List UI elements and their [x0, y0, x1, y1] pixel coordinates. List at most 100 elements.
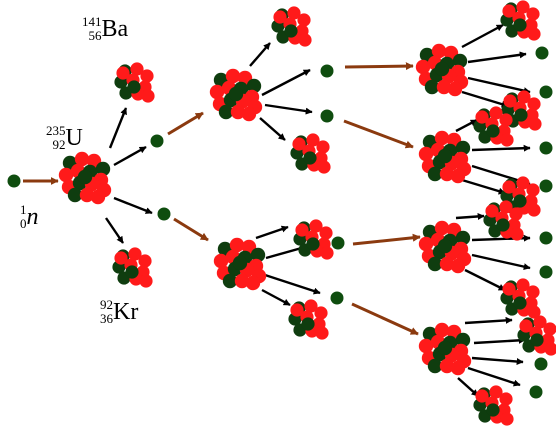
- uranium-nucleus: [418, 130, 472, 184]
- neutron-particle: [303, 151, 317, 165]
- uranium-nucleus: [58, 151, 112, 205]
- proton: [516, 278, 530, 292]
- proton: [450, 258, 466, 274]
- proton: [295, 223, 309, 237]
- product-arrow: [461, 178, 506, 195]
- product-arrow: [461, 23, 504, 49]
- proton: [141, 89, 155, 103]
- proton: [499, 392, 513, 406]
- product-arrow: [249, 42, 271, 67]
- free-neutron: [539, 265, 553, 279]
- proton: [502, 4, 516, 18]
- neutron-arrow: [344, 62, 414, 71]
- neutron-arrow: [352, 233, 421, 246]
- product-arrow: [467, 76, 531, 95]
- proton: [297, 13, 311, 27]
- neutron-particle: [455, 332, 471, 348]
- proton: [79, 187, 95, 203]
- proton: [485, 204, 499, 218]
- proton: [213, 253, 229, 269]
- neutron-particle: [513, 18, 527, 32]
- neutron-particle: [437, 340, 453, 356]
- proton: [298, 33, 312, 47]
- product-arrow: [113, 145, 147, 167]
- proton: [436, 79, 452, 95]
- proton: [74, 151, 90, 167]
- arrows-layer: [23, 23, 531, 397]
- product-arrow: [457, 377, 479, 397]
- proton: [320, 246, 334, 260]
- neutron-particle: [437, 148, 453, 164]
- neutron-particle: [246, 78, 262, 94]
- product-arrow: [264, 273, 321, 295]
- neutron-particle: [125, 265, 139, 279]
- proton: [116, 66, 130, 80]
- neutron-particle: [486, 403, 500, 417]
- neutron-particle: [530, 333, 544, 347]
- neutron-particle: [301, 317, 315, 331]
- proton: [527, 305, 541, 319]
- product-arrow: [471, 253, 531, 271]
- neutron-particle: [222, 273, 238, 289]
- proton: [287, 6, 301, 20]
- proton: [229, 237, 245, 253]
- neutron-arrow: [173, 217, 209, 242]
- proton: [499, 200, 513, 214]
- proton: [519, 319, 533, 333]
- neutron-particle: [95, 161, 111, 177]
- neutron-particle: [127, 80, 141, 94]
- proton: [489, 385, 503, 399]
- proton: [304, 299, 318, 313]
- barium-fragment: [114, 62, 155, 103]
- proton: [526, 285, 540, 299]
- proton: [319, 226, 333, 240]
- neutron-particle: [424, 79, 440, 95]
- proton: [526, 7, 540, 21]
- neutron-arrow: [343, 119, 414, 149]
- proton: [314, 306, 328, 320]
- neutron-particle: [250, 247, 266, 263]
- proton: [292, 137, 306, 151]
- proton: [273, 10, 287, 24]
- nuclei-layer: [58, 0, 556, 426]
- proton: [450, 168, 466, 184]
- proton: [431, 43, 447, 59]
- proton: [58, 167, 74, 183]
- fission-fragment: [473, 385, 514, 426]
- proton: [502, 180, 516, 194]
- proton: [225, 68, 241, 84]
- product-arrow: [473, 336, 526, 345]
- proton: [503, 94, 517, 108]
- proton: [526, 183, 540, 197]
- product-arrow: [461, 90, 509, 108]
- product-arrow: [255, 225, 289, 240]
- proton: [533, 315, 547, 329]
- neutron-particle: [232, 255, 248, 271]
- uranium-nucleus: [209, 68, 263, 122]
- proton: [234, 273, 250, 289]
- proton: [447, 81, 463, 97]
- uranium-nucleus: [213, 237, 267, 291]
- proton: [209, 84, 225, 100]
- fission-fragment: [500, 176, 541, 217]
- proton: [475, 389, 489, 403]
- free-neutron: [7, 174, 21, 188]
- free-neutron: [320, 64, 334, 78]
- fission-fragment: [500, 0, 541, 41]
- proton: [241, 106, 257, 122]
- free-neutron: [157, 207, 171, 221]
- free-neutron: [150, 134, 164, 148]
- neutron-particle: [513, 194, 527, 208]
- proton: [434, 322, 450, 338]
- proton: [499, 113, 513, 127]
- proton: [516, 0, 530, 14]
- proton: [527, 27, 541, 41]
- free-neutron: [539, 179, 553, 193]
- proton: [418, 236, 434, 252]
- fission-fragment: [288, 299, 329, 340]
- neutron-particle: [306, 237, 320, 251]
